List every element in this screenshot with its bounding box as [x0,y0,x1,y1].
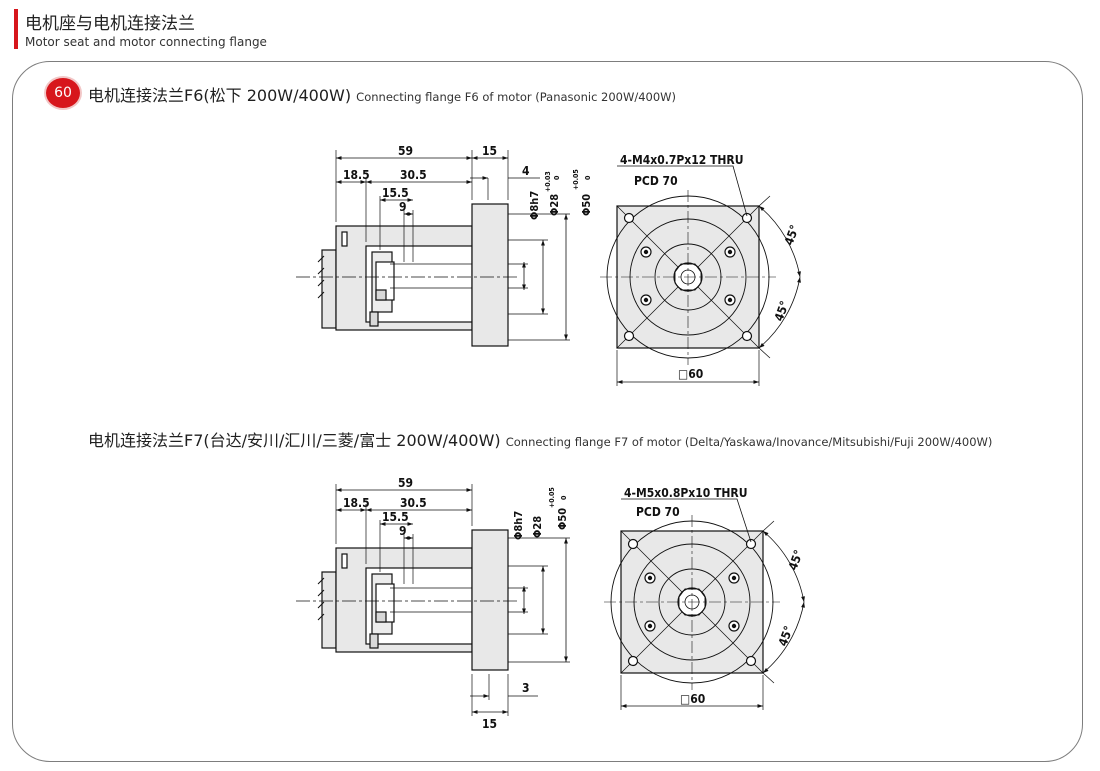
f6-dim-dia50-tol2: 0 [584,175,592,180]
f6-dim-59: 59 [398,144,413,158]
f7-front-view [604,498,805,710]
f7-dim-9: 9 [399,524,407,538]
f6-side-view [296,150,570,347]
f6-dim-dia8: Φ8h7 [528,191,541,220]
flange-f7-title-cn: 电机连接法兰F7(台达/安川/汇川/三菱/富士 200W/400W) [88,431,501,450]
f6-dim-18-5: 18.5 [343,168,370,182]
f7-dim-59: 59 [398,476,413,490]
f6-front-labels: 4-M4x0.7Px12 THRU PCD 70 45° 45° □60 [620,153,802,381]
f7-dim-18-5: 18.5 [343,496,370,510]
f7-square-size: □60 [680,692,705,706]
f6-angle-bottom: 45° [772,299,792,323]
f7-side-view [296,484,570,716]
f7-dim-dia50: Φ50 [556,508,569,530]
f6-dim-9: 9 [399,200,407,214]
f7-dim-15-5: 15.5 [382,510,409,524]
f6-dim-4: 4 [522,164,530,178]
flange-f7-title: 电机连接法兰F7(台达/安川/汇川/三菱/富士 200W/400W) Conne… [88,427,992,451]
f6-square-size: □60 [678,367,703,381]
f6-dim-dia50: Φ50 [580,194,593,216]
flange-f6-title-cn: 电机连接法兰F6(松下 200W/400W) [88,86,352,105]
header-accent-bar [14,9,18,49]
flange-f6-title-en: Connecting flange F6 of motor (Panasonic… [356,90,677,104]
f6-dim-15: 15 [482,144,497,158]
f7-dim-dia28: Φ28 [531,516,544,538]
f7-dim-30-5: 30.5 [400,496,427,510]
content-card [12,61,1083,762]
f6-angle-top: 45° [782,223,802,247]
f7-dim-dia50-tol: +0.05 [548,487,556,508]
section-title-en: Motor seat and motor connecting flange [25,35,267,49]
f7-dim-dia50-tol2: 0 [560,495,568,500]
f7-angle-bottom: 45° [776,624,796,648]
f7-front-labels: 4-M5x0.8Px10 THRU PCD 70 45° 45° □60 [624,486,806,706]
flange-f7-title-en: Connecting flange F7 of motor (Delta/Yas… [505,435,993,449]
section-title-cn: 电机座与电机连接法兰 [25,14,195,34]
f6-dim-dia50-tol: +0.05 [572,169,580,190]
f7-dim-15: 15 [482,717,497,731]
f7-side-labels: 59 18.5 30.5 15.5 9 3 15 Φ8h7 Φ28 Φ50 +0… [343,476,569,731]
f6-dim-dia28-tol2: 0 [553,175,561,180]
flange-f6-title: 电机连接法兰F6(松下 200W/400W) Connecting flange… [88,82,676,106]
f6-front-view [600,165,801,386]
f6-dim-dia28-tol: +0.03 [544,171,552,192]
f7-dim-3: 3 [522,681,530,695]
f6-side-labels: 59 15 18.5 30.5 15.5 9 4 Φ8h7 Φ28 +0.03 … [343,144,593,220]
item-number-badge: 60 [44,76,82,110]
f6-thread-spec: 4-M4x0.7Px12 THRU [620,153,743,167]
f6-dim-dia28: Φ28 [548,194,561,216]
f7-dim-dia8: Φ8h7 [512,511,525,540]
f6-pcd: PCD 70 [634,174,678,188]
f7-angle-top: 45° [786,548,806,572]
f7-thread-spec: 4-M5x0.8Px10 THRU [624,486,747,500]
f6-dim-15-5: 15.5 [382,186,409,200]
f7-pcd: PCD 70 [636,505,680,519]
f6-dim-30-5: 30.5 [400,168,427,182]
